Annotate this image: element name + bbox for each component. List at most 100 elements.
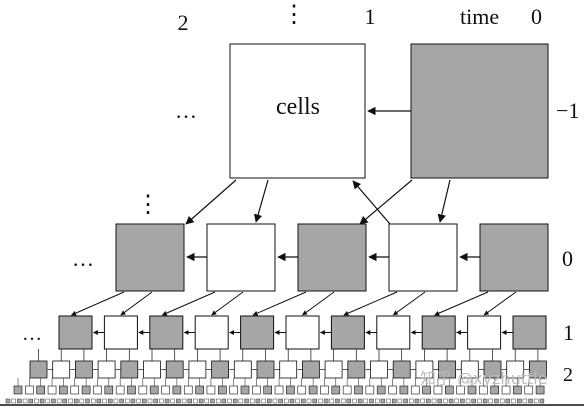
cell-micro-17 [206,385,216,395]
arrow-down-2 [254,179,269,223]
cell-micro-18 [218,385,227,395]
cell-micro-13 [161,385,170,395]
cell-tiny-1 [52,360,71,379]
cell-nano-87 [499,398,505,404]
cell-nano-34 [198,398,204,404]
cell-small-3 [194,315,229,350]
cell-micro-5 [70,385,80,395]
cell-tiny-12 [301,360,320,379]
arrow-up-diag [352,180,391,225]
cell-micro-9 [115,385,125,395]
cell-nano-90 [517,398,522,404]
cell-tiny-15 [370,360,388,379]
cell-nano-76 [437,398,442,404]
cell-micro-35 [410,385,420,395]
cell-nano-9 [56,398,62,404]
cell-nano-41 [238,398,244,404]
cell-nano-28 [164,398,170,404]
cell-tiny-9 [233,360,252,379]
cell-nano-83 [477,398,482,404]
cell-tiny-5 [143,360,161,379]
cell-small-2 [149,315,184,350]
row-label-minus1: −1 [556,98,579,123]
arrow-down-4 [437,179,451,223]
arrow-down-3 [359,179,413,225]
cell-nano-47 [272,398,278,404]
cell-micro-2 [36,385,46,395]
cell-nano-81 [465,398,471,404]
cells-label: cells [276,94,320,120]
cell-micro-31 [365,385,375,395]
cell-nano-24 [142,398,147,404]
cell-micro-32 [376,385,386,395]
cell-nano-44 [255,398,261,404]
cell-nano-30 [176,398,181,404]
cell-micro-16 [195,385,204,395]
watermark: 知乎 @xyzhuttle [420,369,548,388]
cell-micro-19 [229,385,238,395]
cell-small-5 [285,315,320,350]
cell-nano-39 [227,398,232,404]
arrow-small-down-4 [252,291,307,316]
ellipsis-left-small: … [22,323,42,345]
cell-nano-20 [119,398,124,404]
cell-nano-16 [96,398,102,404]
cell-nano-78 [448,398,454,404]
row-label-0: 0 [562,246,573,271]
cell-nano-26 [153,398,158,404]
cell-tiny-13 [324,360,343,379]
cell-micro-27 [320,385,329,395]
cell-nano-17 [102,398,107,404]
cell-micro-15 [183,385,193,395]
cell-nano-49 [284,398,289,404]
cell-nano-46 [267,398,272,404]
cell-nano-74 [426,398,431,404]
cell-nano-15 [90,398,96,404]
cell-nano-19 [113,398,119,404]
vertical-ellipsis-top: ⋮ [282,2,306,28]
cell-nano-56 [323,398,329,404]
cell-small-8 [421,315,456,350]
cell-micro-30 [354,385,363,395]
cell-nano-25 [147,398,153,404]
cell-nano-33 [193,398,198,404]
cell-mid-2 [297,223,367,292]
cell-nano-88 [505,398,511,404]
cell-nano-84 [482,398,488,404]
cell-nano-13 [79,398,85,404]
cell-nano-11 [68,398,73,404]
cell-micro-14 [172,385,182,395]
cell-nano-31 [181,398,187,404]
cell-nano-35 [204,398,210,404]
cell-micro-1 [25,385,34,395]
cell-nano-62 [357,398,363,404]
time-label-2: 2 [178,10,189,35]
cell-nano-86 [494,398,499,404]
arrow-small-down-9 [483,291,517,316]
arrow-small-down-6 [343,291,398,316]
cell-micro-33 [388,385,397,395]
cell-nano-91 [522,398,528,404]
micro-cell-row [0,378,584,406]
cell-nano-22 [130,398,136,404]
cell-nano-12 [73,398,79,404]
cell-tiny-14 [347,360,366,379]
cell-nano-50 [289,398,295,404]
time-label-0: 0 [531,4,542,29]
cell-nano-67 [386,398,391,404]
cell-tiny-3 [97,360,116,379]
row-label-1: 1 [563,320,574,345]
cell-small-7 [376,315,411,350]
cell-nano-75 [431,398,437,404]
cell-nano-63 [363,398,369,404]
ellipsis-left-top: … [175,98,197,123]
cell-micro-0 [13,385,23,395]
cell-nano-7 [45,398,50,404]
arrow-small-down-2 [161,291,216,316]
cell-nano-1 [11,398,16,404]
cell-nano-58 [335,398,340,404]
cell-nano-5 [34,398,39,404]
cell-nano-51 [295,398,300,404]
cell-nano-40 [232,398,238,404]
